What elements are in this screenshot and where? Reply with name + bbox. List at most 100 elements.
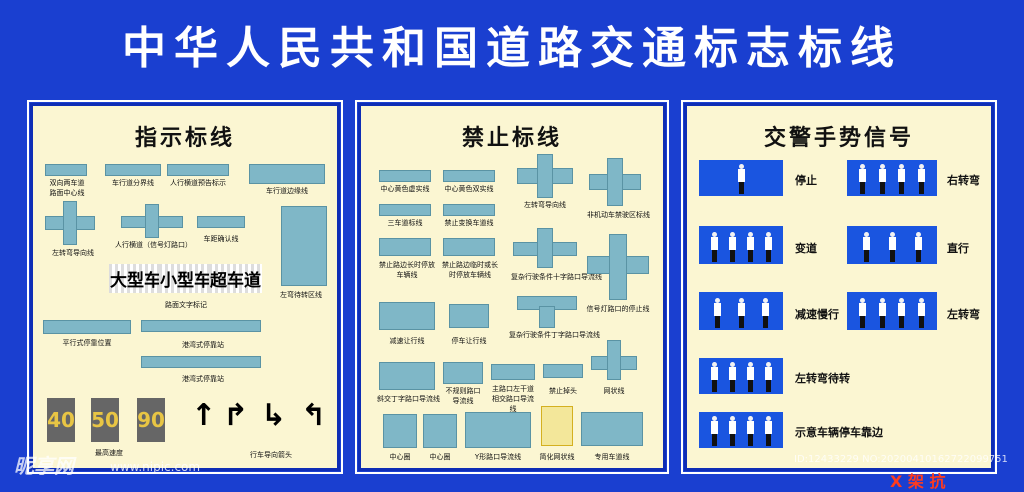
watermark-logo: 昵享网 [14, 454, 74, 478]
two-way-road-image [45, 164, 87, 176]
two-way-label: 双向两车道路面中心线 [49, 179, 85, 197]
arrow-left-down-icon: ↳ [261, 398, 287, 433]
police-figure [898, 164, 906, 194]
gesture-slow-image [699, 292, 783, 330]
speed-mark-90: 90 [137, 398, 165, 442]
guide-panel-title: 指示标线 [134, 126, 235, 151]
left-turn-guide-label: 左转弯导向线 [52, 249, 94, 257]
gesture-lane-change-label: 变道 [795, 242, 817, 255]
complex-intersection-label: 复杂行驶条件十字路口导流线 [511, 273, 602, 281]
center-yellow-dash-image [379, 170, 431, 182]
center-circle-1-label: 中心圈 [389, 453, 411, 461]
police-panel-title: 交警手势信号 [763, 126, 914, 151]
grid-image-v [607, 340, 621, 380]
distance-confirm-label: 车距确认线 [203, 235, 239, 243]
complex-t-image-v [539, 306, 555, 328]
crosswalk-signal-image-v [145, 204, 159, 238]
lane-change-image [379, 204, 431, 216]
parallel-parking-image [43, 320, 131, 334]
police-figure [710, 362, 718, 392]
no-parking-label: 非机动车禁驶区标线 [587, 211, 650, 219]
arrow-straight-right-icon: ↱ [223, 398, 249, 433]
gesture-straight-image [847, 226, 937, 264]
police-figure [917, 164, 925, 194]
center-yellow-solid-image [443, 170, 495, 182]
stop-line-label: 停车让行线 [451, 337, 487, 345]
crosswalk-signal-label: 人行横道（信号灯路口） [115, 241, 192, 249]
no-stop-1-label: 禁止路边长时停放车辆线 [379, 261, 435, 279]
gesture-slow-label: 减速慢行 [795, 308, 839, 321]
arrow-straight-icon: ↑ [191, 398, 217, 433]
road-text-overtaking-lane: 超车道 [209, 264, 262, 293]
police-figure [728, 362, 736, 392]
edge-line-image [249, 164, 325, 184]
police-figure [746, 416, 754, 446]
police-figure [917, 298, 925, 328]
gesture-pull-over-label: 示意车辆停车靠边 [795, 426, 883, 439]
gesture-pull-over-image [699, 412, 783, 448]
no-uturn-image [543, 364, 583, 378]
gesture-left-wait-label: 左转弯待转 [795, 372, 850, 385]
guide-markings-panel: 指示标线 双向两车道路面中心线 车行道分界线 人行横道预告标示 车行道边缘线 左… [27, 100, 343, 474]
max-speed-label: 最高速度 [95, 449, 123, 457]
bay-stop-2-label: 港湾式停靠站 [182, 375, 224, 383]
prohibit-markings-panel: 禁止标线 中心黄色虚实线 中心黄色双实线 左转弯导向线 非机动车禁驶区标线 三车… [355, 100, 669, 474]
no-stop-1-image [379, 238, 431, 256]
simple-grid-image [541, 406, 573, 446]
police-figure [898, 298, 906, 328]
police-figure [859, 298, 867, 328]
no-uturn-label: 禁止掉头 [549, 387, 577, 395]
police-figure [737, 164, 745, 194]
gesture-left-turn-label: 左转弯 [947, 308, 980, 321]
police-figure [878, 298, 886, 328]
bay-stop-1-label: 港湾式停靠站 [182, 341, 224, 349]
irregular-image [443, 362, 483, 384]
bay-stop-2-image [141, 356, 261, 368]
prohibit-panel-title: 禁止标线 [461, 126, 562, 151]
road-text-large-vehicle: 大型车 [109, 264, 162, 293]
center-yellow-dash-label: 中心黄色虚实线 [380, 185, 430, 193]
speed-mark-40: 40 [47, 398, 75, 442]
parallel-parking-label: 平行式停靠位置 [62, 339, 112, 347]
center-circle-2-image [423, 414, 457, 448]
gesture-left-wait-image [699, 358, 783, 394]
signal-intersection-image-v [609, 234, 627, 300]
complex-t-label: 复杂行驶条件丁字路口导流线 [509, 331, 600, 339]
exclusive-lane-image [581, 412, 643, 446]
police-figure [764, 232, 772, 262]
no-lane-change-label: 禁止变换车道线 [444, 219, 494, 227]
no-stop-2-image [443, 238, 495, 256]
police-gesture-panel: 交警手势信号 停止 右转弯 变道 直行 减速慢行 左转弯 左转弯待转 示意车辆停… [681, 100, 997, 474]
grid-label: 网状线 [603, 387, 625, 395]
road-text-label: 路面文字标记 [165, 301, 207, 309]
gesture-lane-change-image [699, 226, 783, 264]
y-intersection-label: Y形路口导流线 [474, 453, 522, 461]
lane-divider-image [105, 164, 161, 176]
gesture-stop-label: 停止 [795, 174, 817, 187]
no-stop-2-label: 禁止路边临时或长时停放车辆线 [442, 261, 498, 279]
complex-intersection-image-v [537, 228, 553, 268]
lane-arrow-label: 行车导向箭头 [250, 451, 292, 459]
arrow-uturn-icon: ↰ [301, 398, 327, 433]
center-circle-2-label: 中心圈 [429, 453, 451, 461]
police-figure [764, 416, 772, 446]
center-yellow-solid-label: 中心黄色双实线 [444, 185, 494, 193]
police-figure [728, 232, 736, 262]
crosswalk-warning-label: 人行横道预告标示 [170, 179, 226, 187]
gesture-left-turn-image [847, 292, 937, 330]
police-figure [728, 416, 736, 446]
exclusive-lane-label: 专用车道线 [594, 453, 630, 461]
police-figure [746, 362, 754, 392]
left-turn-line-image-v [537, 154, 553, 198]
police-figure [878, 164, 886, 194]
distance-confirm-image [197, 216, 245, 228]
watermark-id: ID:12433229 NO:20200410162722099751 [794, 454, 1008, 465]
corner-text: X 架 抗 [890, 472, 946, 491]
watermark-url: www.nipic.com [110, 460, 201, 474]
police-figure [761, 298, 769, 328]
stop-line-image [449, 304, 489, 328]
oblique-t-label: 斜交丁字路口导流线 [377, 395, 440, 403]
no-parking-image-v [607, 158, 623, 206]
police-figure [764, 362, 772, 392]
police-figure [710, 232, 718, 262]
